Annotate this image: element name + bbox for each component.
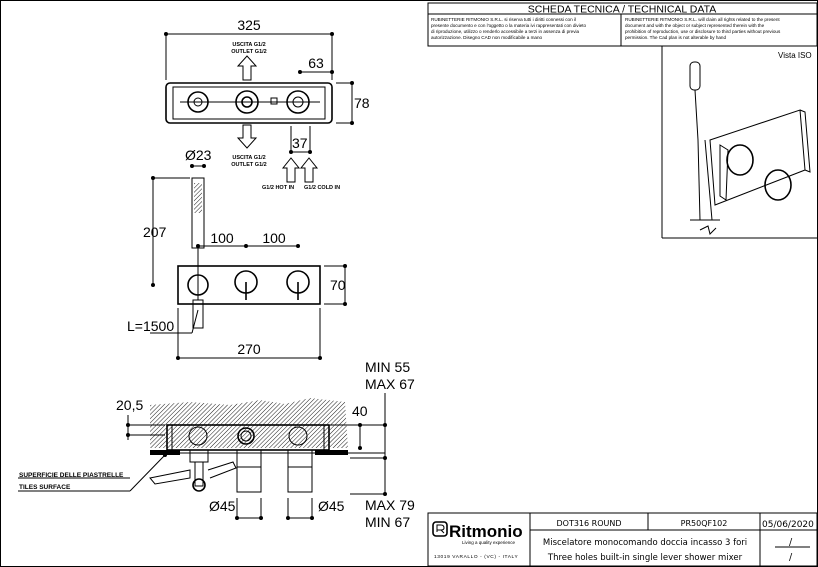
revision-1: / [789,537,793,548]
dim-diameter-left: Ø45 [209,498,236,514]
dim-spacing-1: 100 [210,230,234,246]
cold-inlet-label: G1/2 COLD IN [304,185,340,191]
dim-plate-width: 270 [237,341,261,357]
notice-english: RUBINETTERIE RITMONIO S.R.L. will claim … [625,17,782,40]
dim-depth: 40 [352,403,368,419]
dim-spacing-2: 100 [262,230,286,246]
outlet-arrow-up-icon [236,55,258,81]
hot-inlet-label: G1/2 HOT IN [262,185,294,191]
iso-view: Vista ISO [689,51,812,235]
dim-plate-height: 70 [330,277,346,293]
cold-inlet-arrow-icon [299,157,319,183]
dim-diameter-handshower: Ø23 [185,147,212,163]
outlet-arrow-down-icon [236,124,258,149]
revision-2: / [789,552,793,563]
dim-hose-height: 207 [143,224,167,240]
dim-inlet-spacing: 37 [292,135,308,151]
dim-width: 325 [237,17,261,33]
front-view: Ø23 207 100 100 70 L=1500 270 [127,147,347,360]
dim-height: 78 [354,95,370,111]
ritmonio-logo: Ritmonio Living a quality experience [432,521,523,545]
header-title: SCHEDA TECNICA / TECHNICAL DATA [528,4,716,16]
brand-name: Ritmonio [449,522,523,541]
title-block: Ritmonio Living a quality experience 130… [427,512,818,567]
description-italian: Miscelatore monocomando doccia incasso 3… [543,538,747,548]
code-value: PR50QF102 [681,519,728,528]
iso-view-label: Vista ISO [778,51,812,60]
dim-offset-section: 20,5 [116,397,143,413]
dim-hose-length: L=1500 [127,318,174,334]
dim-diameter-right: Ø45 [318,498,345,514]
date-value: 05/06/2020 [762,520,814,530]
hot-inlet-arrow-icon [281,157,301,183]
header-block: SCHEDA TECNICA / TECHNICAL DATA RUBINETT… [427,2,818,239]
brand-tagline: Living a quality experience [462,540,516,545]
notice-italian: RUBINETTERIE RITMONIO S.R.L. si riserva … [431,17,587,40]
description-english: Three holes built-in single lever shower… [547,553,743,563]
company-address: 13019 VARALLO - (VC) - ITALY [434,554,518,560]
series-value: DOT316 ROUND [556,519,621,528]
dim-offset: 63 [308,55,324,71]
